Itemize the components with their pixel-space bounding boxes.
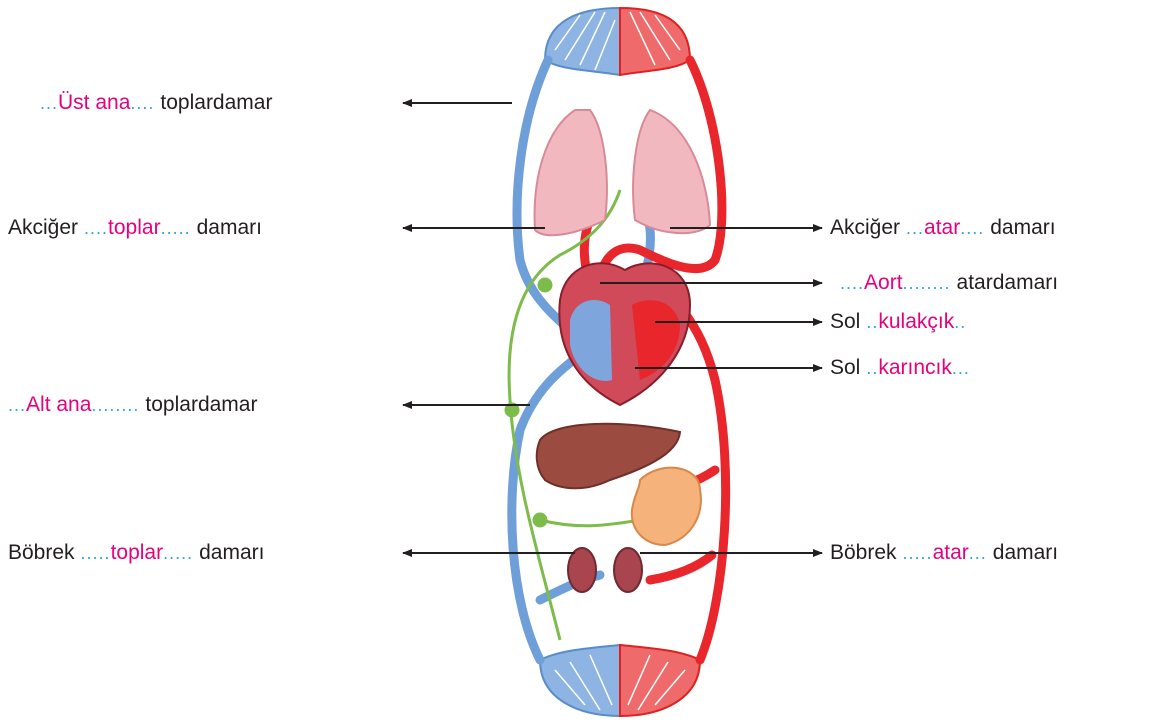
label-suffix: damarı — [990, 217, 1055, 238]
fill-dots: ... — [952, 359, 970, 377]
label-suffix: toplardamar — [145, 394, 257, 415]
label-akciger-toplardamari: Akciğer .... toplar ..... damarı — [8, 217, 262, 238]
answer-text: toplar — [108, 217, 161, 238]
answer-text: Üst ana — [58, 92, 130, 113]
label-bobrek-atardamari: Böbrek ..... atar ... damarı — [830, 542, 1058, 563]
fill-dots: .. — [866, 313, 878, 331]
fill-dots: ..... — [81, 544, 111, 562]
head-capillary-bed — [545, 8, 690, 75]
label-prefix: Sol — [830, 311, 860, 332]
label-akciger-atardamari: Akciğer ... atar .... damarı — [830, 217, 1056, 238]
label-prefix: Sol — [830, 357, 860, 378]
answer-text: atar — [933, 542, 969, 563]
fill-dots: .... — [130, 94, 154, 112]
label-bobrek-toplardamari: Böbrek ..... toplar ..... damarı — [8, 542, 264, 563]
fill-dots: ........ — [91, 396, 139, 414]
heart — [559, 263, 690, 405]
fill-dots: .. — [866, 359, 878, 377]
label-suffix: toplardamar — [160, 92, 272, 113]
label-suffix: atardamarı — [957, 272, 1059, 293]
kidneys — [568, 548, 642, 592]
label-aort-atardamari: .... Aort ........ atardamarı — [840, 272, 1058, 293]
fill-dots: .... — [840, 274, 864, 292]
fill-dots: .... — [960, 219, 984, 237]
label-suffix: damarı — [197, 217, 262, 238]
label-ust-ana-toplardamar: ... Üst ana .... toplardamar — [40, 92, 272, 113]
label-sol-kulakcik: Sol .. kulakçık .. — [830, 311, 966, 332]
fill-dots: ... — [8, 396, 26, 414]
fill-dots: ..... — [163, 544, 193, 562]
fill-dots: .. — [954, 313, 966, 331]
fill-dots: ..... — [903, 544, 933, 562]
fill-dots: ... — [906, 219, 924, 237]
answer-text: toplar — [111, 542, 164, 563]
fill-dots: ........ — [903, 274, 951, 292]
label-alt-ana-toplardamar: ... Alt ana ........ toplardamar — [8, 394, 257, 415]
label-prefix: Akciğer — [830, 217, 900, 238]
answer-text: Alt ana — [26, 394, 91, 415]
answer-text: kulakçık — [878, 311, 954, 332]
label-sol-karincik: Sol .. karıncık ... — [830, 357, 970, 378]
answer-text: Aort — [864, 272, 903, 293]
label-prefix: Böbrek — [8, 542, 75, 563]
lungs — [535, 110, 710, 235]
fill-dots: ... — [40, 94, 58, 112]
lower-body-capillary-bed — [540, 645, 700, 716]
label-suffix: damarı — [199, 542, 264, 563]
answer-text: atar — [924, 217, 960, 238]
intestines — [632, 468, 701, 545]
fill-dots: ... — [969, 544, 987, 562]
answer-text: karıncık — [878, 357, 952, 378]
label-suffix: damarı — [993, 542, 1058, 563]
fill-dots: .... — [84, 219, 108, 237]
label-prefix: Böbrek — [830, 542, 897, 563]
label-prefix: Akciğer — [8, 217, 78, 238]
fill-dots: ..... — [161, 219, 191, 237]
